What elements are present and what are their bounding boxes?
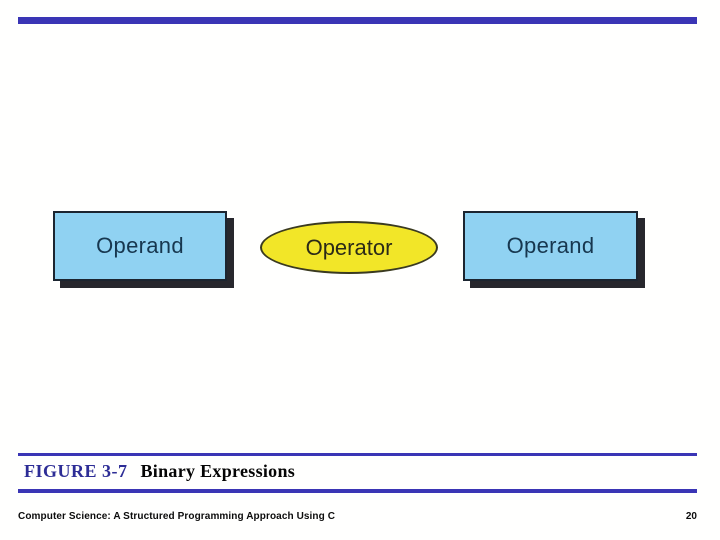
footer-book-title: Computer Science: A Structured Programmi… <box>18 511 336 522</box>
operand-box-left: Operand <box>53 211 227 281</box>
figure-label: FIGURE 3-7 <box>24 461 128 481</box>
operator-label: Operator <box>305 234 393 260</box>
figure-title: Binary Expressions <box>140 461 296 481</box>
top-accent-bar <box>18 17 697 24</box>
caption-rule-bottom <box>18 489 697 493</box>
page-number: 20 <box>685 511 697 522</box>
operand-right-label: Operand <box>506 233 595 258</box>
binary-expression-diagram: Operand Operator Operand <box>0 190 720 310</box>
operand-left-label: Operand <box>96 233 184 258</box>
figure-caption: FIGURE 3-7 Binary Expressions <box>24 461 295 487</box>
operator-ellipse: Operator <box>260 221 438 274</box>
caption-rule-top <box>18 453 697 456</box>
operand-box-right: Operand <box>463 211 638 281</box>
